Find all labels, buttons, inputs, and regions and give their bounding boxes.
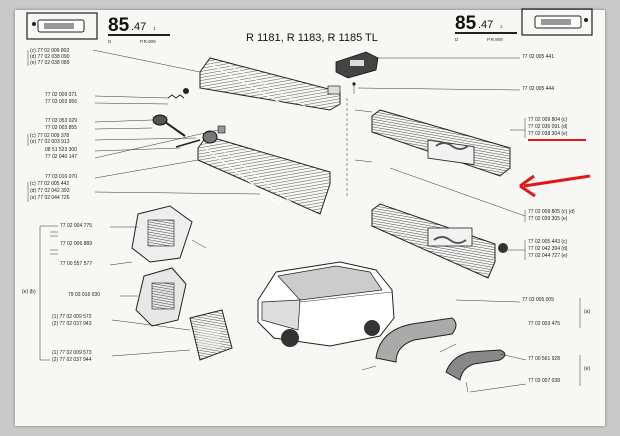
left-part-number: (d) 77 02 042 393	[30, 188, 70, 194]
pr-right: P.R.909	[487, 37, 503, 42]
hinge-spring	[167, 88, 189, 99]
visor-icon-right	[534, 15, 588, 29]
right-part-number: 77 02 044 727 (e)	[528, 253, 568, 259]
right-part-number: 77 03 007 038	[528, 378, 560, 384]
header-icon-box-left	[26, 12, 98, 40]
model-title: R 1181, R 1183, R 1185 TL	[246, 32, 378, 44]
right-part-number: 77 03 005 005	[522, 297, 554, 303]
d-right: D	[455, 37, 459, 42]
pin-lower	[354, 159, 373, 163]
hinge-arm	[152, 114, 186, 137]
lamp-housing-middle	[135, 267, 187, 327]
right-part-number: (e)	[584, 366, 590, 372]
right-leader-lines	[357, 57, 581, 393]
left-part-number: (e) 77 02 044 726	[30, 195, 70, 201]
left-part-number: (e) 77 02 038 089	[30, 60, 70, 66]
car-illustration	[257, 261, 395, 347]
right-part-number: 77 00 561 928	[528, 356, 560, 362]
left-part-number: 77 00 557 577	[60, 261, 92, 267]
header-right: 85 .47 1 D P.R.909	[455, 8, 593, 42]
left-part-number: (e) (b)	[22, 289, 36, 295]
screw-head	[352, 82, 356, 86]
grab-handle-small	[445, 349, 506, 393]
page-number-left: 85	[108, 15, 130, 36]
left-part-number: (c) 77 02 009 803	[30, 48, 69, 54]
left-part-number: 77 03 053 029	[45, 118, 77, 124]
grab-handle-large	[361, 317, 457, 371]
left-part-number: (1) 77 02 009 572	[52, 314, 92, 320]
sun-visor-upper-left	[199, 57, 341, 111]
part-numbers-right: 77 02 005 441 77 02 005 444 77 02 009 804 …	[522, 54, 590, 384]
right-part-number: 77 02 036 091 (d)	[528, 124, 568, 130]
highlight-arrow	[519, 174, 591, 198]
part-numbers-left: (c) 77 02 009 803(d) 77 02 038 090(e) 77…	[22, 48, 100, 363]
pr-left: P.R.909	[140, 39, 156, 44]
page-sub-left: .47	[131, 21, 146, 33]
left-part-number: 08 51 523 300	[45, 147, 77, 153]
left-part-number: 77 02 009 371	[45, 92, 77, 98]
left-part-number: (1) 77 02 009 573	[52, 350, 92, 356]
left-part-number: 77 02 004 775	[60, 223, 92, 229]
hinge-bracket	[175, 125, 226, 148]
left-leader-lines	[27, 49, 261, 361]
header-left: 85 .47 1 D P.R.909	[26, 12, 170, 44]
right-part-number: 77 02 038 304 (e)	[528, 131, 568, 137]
left-part-number: 77 03 003 956	[45, 99, 77, 105]
right-part-number: 77 02 009 805 (c) (d)	[528, 209, 575, 215]
sun-visor-upper-right	[371, 109, 511, 177]
left-part-number: (c) 77 02 009 378	[30, 133, 69, 139]
left-part-number: (c) 77 02 005 442	[30, 181, 69, 187]
rule-right	[455, 32, 517, 34]
left-part-number: (e) 77 02 003 913	[30, 139, 70, 145]
page-sub-right: .47	[478, 19, 493, 31]
left-part-number: 77 02 040 147	[45, 154, 77, 160]
left-part-number: (2) 77 02 037 944	[52, 357, 92, 363]
pin-upper	[354, 109, 373, 113]
right-part-number: 77 02 009 804 (c)	[528, 117, 568, 123]
page-idx-right: 1	[500, 24, 503, 29]
left-part-number: 77 03 016 070	[45, 174, 77, 180]
sun-visor-lower-right	[371, 203, 508, 279]
right-part-number: 77 02 042 394 (d)	[528, 246, 568, 252]
parts-catalog-sheet	[15, 10, 605, 426]
left-part-number: (2) 77 02 037 943	[52, 321, 92, 327]
right-part-number: 77 02 005 444	[522, 86, 554, 92]
d-left: D	[108, 39, 112, 44]
rule-left	[108, 34, 170, 36]
right-part-number: 77 02 003 475	[528, 321, 560, 327]
lamp-lens-lower	[189, 309, 233, 361]
visor-icon-left	[32, 19, 85, 33]
left-part-number: 79 03 016 030	[68, 292, 100, 298]
visor-clip	[335, 51, 379, 79]
left-part-number: (d) 77 02 038 090	[30, 54, 70, 60]
sun-visor-lower-left	[197, 135, 331, 215]
left-part-number: 77 02 003 855	[45, 125, 77, 131]
page-idx-left: 1	[153, 26, 156, 31]
right-part-number: 77 02 039 305 (e)	[528, 216, 568, 222]
page-number-right: 85	[455, 13, 477, 34]
left-part-number: 77 02 006 889	[60, 241, 92, 247]
right-part-number: (a)	[584, 309, 590, 315]
lamp-housing-upper	[131, 205, 207, 263]
right-part-number: 77 02 005 441	[522, 54, 554, 60]
right-part-number: 77 02 005 443 (c)	[528, 239, 568, 245]
header-icon-box-right	[521, 8, 593, 36]
